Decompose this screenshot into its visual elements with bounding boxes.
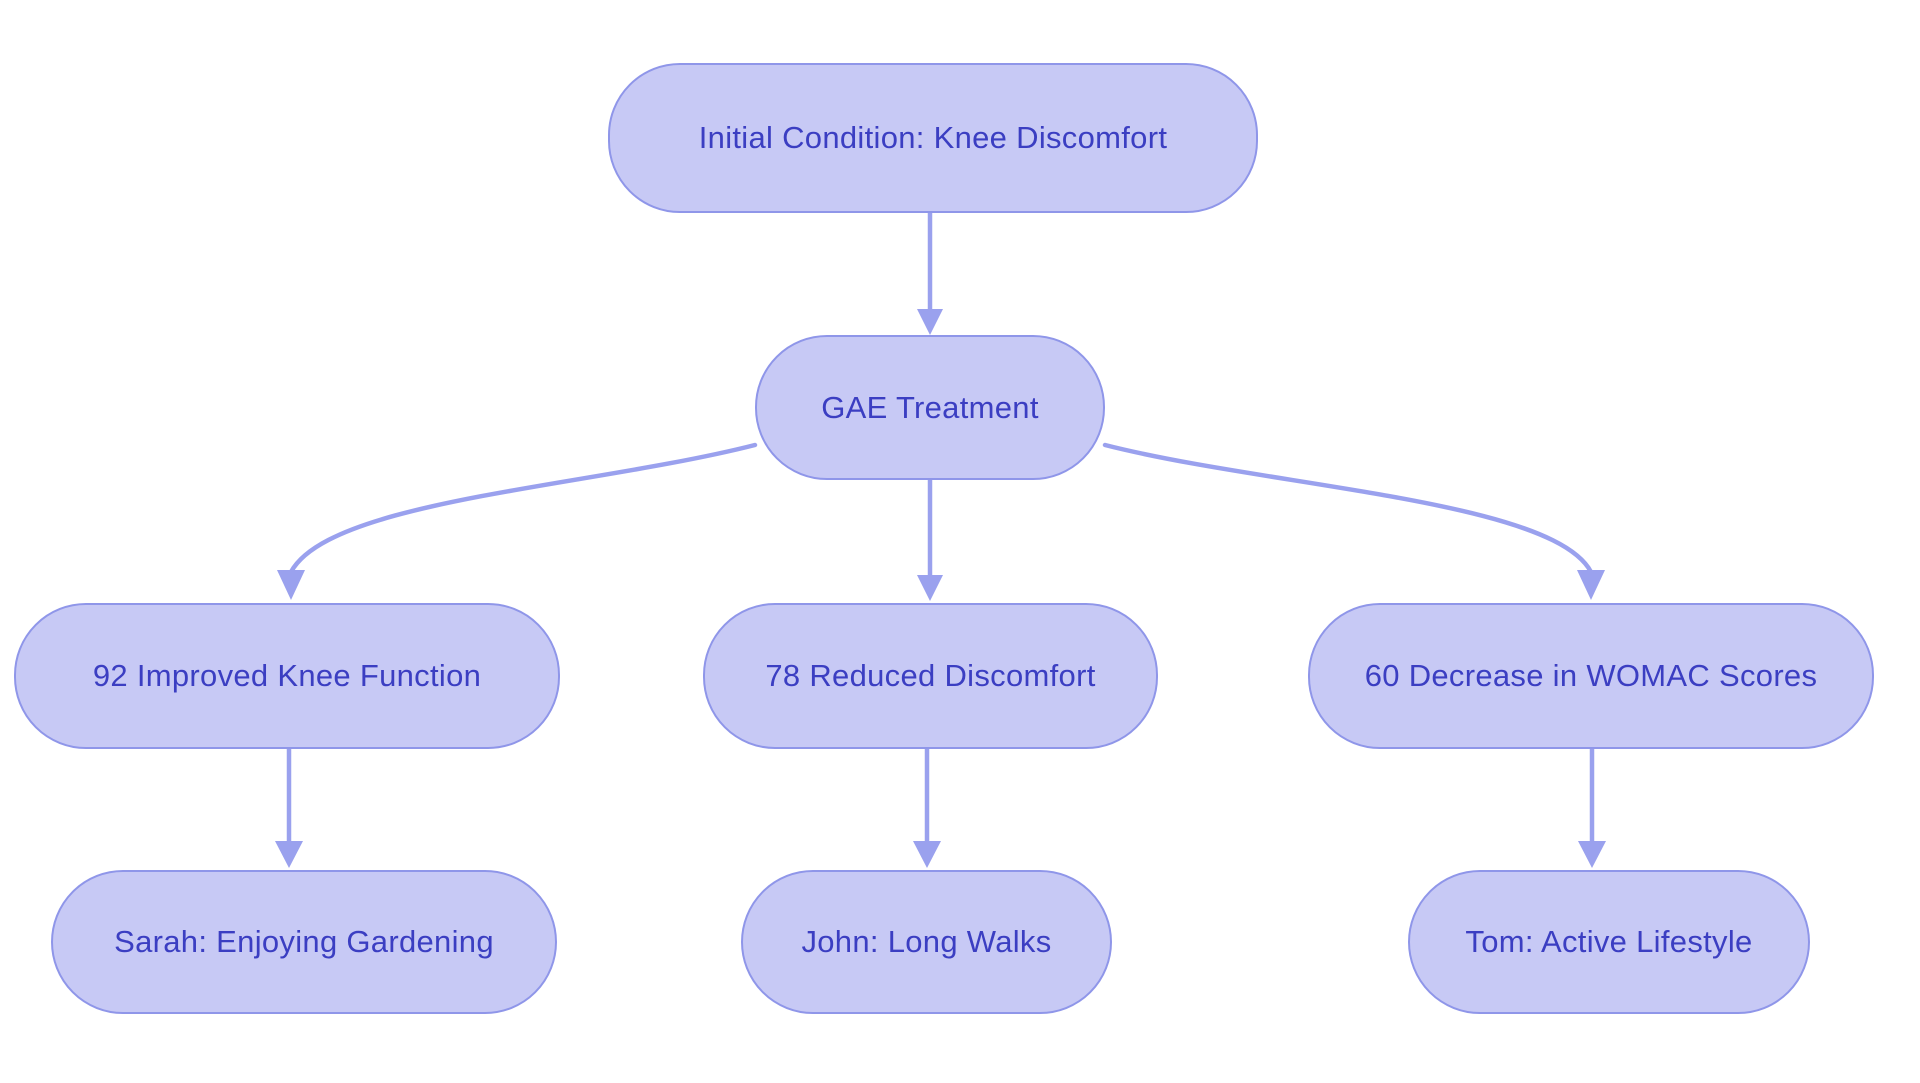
node-outcome-reduced-discomfort-label: 78 Reduced Discomfort bbox=[765, 658, 1096, 693]
node-patient-tom: Tom: Active Lifestyle bbox=[1408, 870, 1810, 1014]
node-patient-sarah: Sarah: Enjoying Gardening bbox=[51, 870, 557, 1014]
edge-gae-to-outcome-womac bbox=[1102, 442, 1605, 600]
node-patient-sarah-label: Sarah: Enjoying Gardening bbox=[114, 924, 494, 959]
node-outcome-womac-scores-label: 60 Decrease in WOMAC Scores bbox=[1364, 658, 1818, 693]
node-patient-tom-label: Tom: Active Lifestyle bbox=[1465, 924, 1753, 959]
node-gae-treatment-label: GAE Treatment bbox=[821, 389, 1039, 425]
edge-outcome-womac-to-patient-tom bbox=[1578, 746, 1606, 868]
edge-initial-to-gae bbox=[917, 210, 943, 335]
node-gae-treatment: GAE Treatment bbox=[755, 335, 1105, 480]
edge-gae-to-outcome-function bbox=[277, 442, 758, 600]
node-outcome-womac-scores: 60 Decrease in WOMAC Scores bbox=[1308, 603, 1874, 749]
node-patient-john: John: Long Walks bbox=[741, 870, 1112, 1014]
node-initial-condition-label: Initial Condition: Knee Discomfort bbox=[698, 120, 1168, 155]
node-outcome-improved-knee-function-label: 92 Improved Knee Function bbox=[92, 658, 482, 693]
edge-gae-to-outcome-discomfort bbox=[917, 477, 943, 601]
node-patient-john-label: John: Long Walks bbox=[801, 924, 1052, 959]
edge-outcome-function-to-patient-sarah bbox=[275, 746, 303, 868]
edge-outcome-discomfort-to-patient-john bbox=[913, 746, 941, 868]
node-initial-condition: Initial Condition: Knee Discomfort bbox=[608, 63, 1258, 213]
node-outcome-reduced-discomfort: 78 Reduced Discomfort bbox=[703, 603, 1158, 749]
node-outcome-improved-knee-function: 92 Improved Knee Function bbox=[14, 603, 560, 749]
